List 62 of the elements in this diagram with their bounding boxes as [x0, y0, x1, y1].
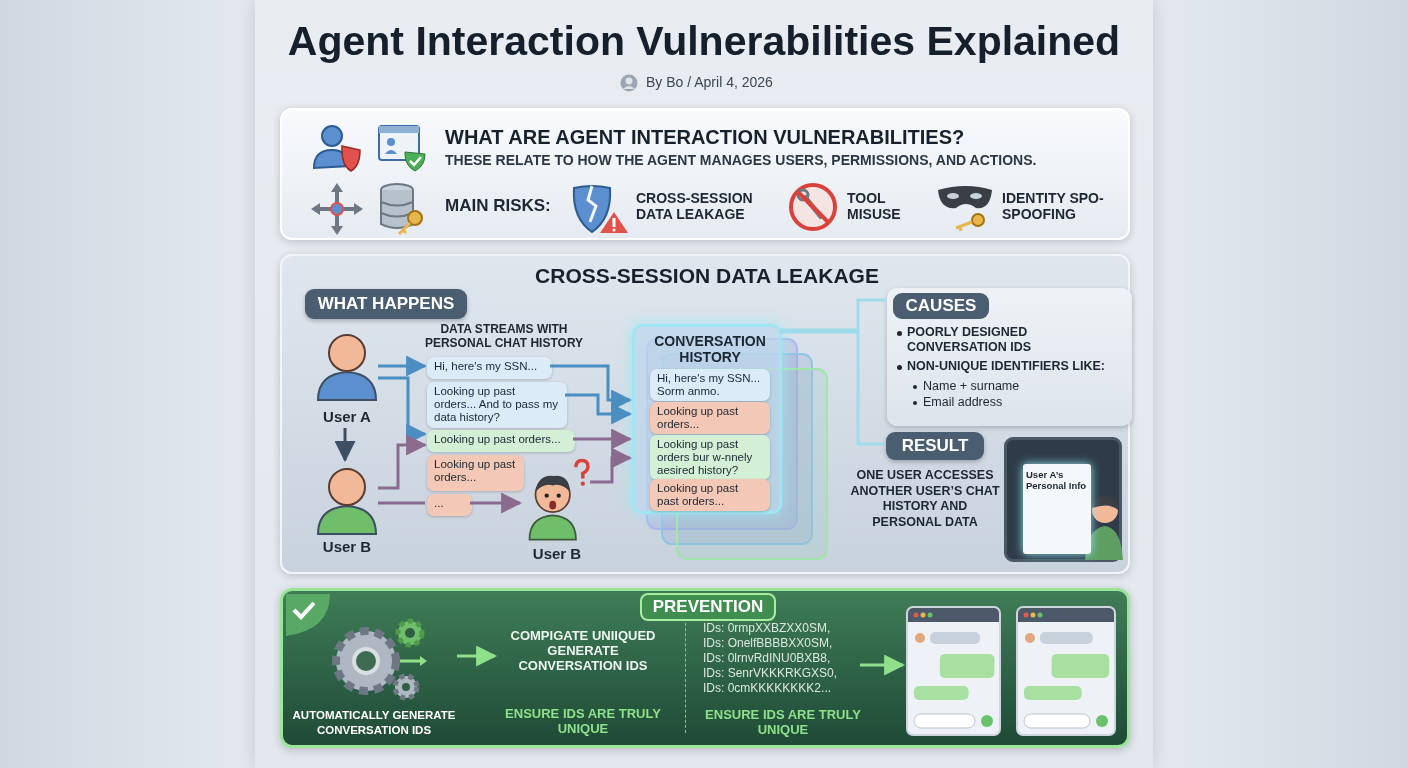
card-heading: CONVERSATION HISTORY: [653, 333, 767, 367]
arrow: [590, 447, 633, 484]
panel-heading: WHAT ARE AGENT INTERACTION VULNERABILITIES?: [445, 126, 966, 150]
bullet-text: Email address: [923, 395, 1004, 410]
intro-panel: [280, 108, 1130, 240]
highlight-text: ENSURE IDS ARE TRULY UNIQUE: [504, 706, 662, 738]
risk-name: IDENTITY SPO- SPOOFING: [1002, 190, 1105, 224]
section-pill: PREVENTION: [640, 593, 776, 621]
chat-bubble: Looking up past orders bur w-nnely aesired history?: [650, 435, 770, 480]
connector-line: [780, 330, 884, 446]
chat-bubble: Looking up past orders... And to pass my data history?: [427, 382, 567, 428]
risk-name: TOOL MISUSE: [847, 190, 902, 224]
node-label: AUTOMATICALLY GENERATE CONVERSATION IDS: [291, 708, 457, 738]
arrow: [573, 428, 633, 450]
chat-bubble: Looking up past orders...: [427, 430, 575, 452]
user-name: User B: [531, 545, 583, 564]
chat-bubble: Looking up past orders...: [427, 455, 524, 491]
result-description: ONE USER ACCESSES ANOTHER USER’S CHAT HISTORY AND PERSONAL DATA: [850, 468, 1000, 531]
bullet-text: Name + surname: [923, 379, 1021, 394]
arrow: [470, 492, 523, 514]
bullet-text: NON-UNIQUE IDENTIFIERS LIKE:: [907, 359, 1106, 375]
user-name: User B: [321, 538, 373, 557]
section-panel: [280, 254, 1130, 574]
chat-window-drawing: [1016, 606, 1116, 736]
id-line: IDs: 0rmpXXBZXX0SM,: [703, 621, 832, 636]
bullet-text: POORLY DESIGNED CONVERSATION IDS: [907, 325, 1033, 355]
computer-screen: [1004, 437, 1122, 562]
highlight-text: ENSURE IDS ARE TRULY UNIQUE: [704, 707, 862, 739]
id-line: IDs: SenrVKKKRKGXS0,: [703, 666, 839, 681]
section-pill: RESULT: [886, 432, 984, 460]
connector-line: [780, 298, 885, 332]
id-line: IDs: 0cmKKKKKKKK2...: [703, 681, 833, 696]
byline: By Bo / April 4, 2026: [646, 74, 774, 92]
chat-bubble: Looking up past orders...: [650, 402, 770, 434]
id-line: IDs: OnelfBBBBXX0SM,: [703, 636, 834, 651]
description: COMPIGATE UNIIQUED GENERATE CONVERSATION IDS: [509, 628, 657, 675]
chat-bubble: Hi, here's my SSN...: [427, 357, 552, 379]
chat-bubble: ...: [427, 494, 472, 516]
risk-name: CROSS-SESSION DATA LEAKAGE: [636, 190, 754, 224]
causes-card: [887, 288, 1132, 426]
user-name: User A: [322, 408, 372, 427]
connector-line: [378, 501, 425, 505]
arrow: [378, 355, 428, 377]
id-line: IDs: 0lrnvRdINU0BXB8,: [703, 651, 832, 666]
risks-heading: MAIN RISKS:: [445, 196, 552, 217]
chat-window-drawing: [906, 606, 1001, 736]
document-title: User A’s Personal Info: [1026, 469, 1088, 493]
page-title: Agent Interaction Vulnerabilities Explained: [286, 18, 1122, 66]
arrow: [378, 434, 428, 490]
arrow: [860, 654, 906, 676]
arrow: [457, 645, 498, 667]
chat-bubble: Hi, here's my SSN... Sorm anmo.: [650, 369, 770, 401]
chat-bubble: Looking up past past orders...: [650, 479, 770, 511]
arrow: [565, 393, 633, 425]
stream-caption: DATA STREAMS WITH PERSONAL CHAT HISTORY: [423, 322, 585, 352]
prevention-panel: [280, 588, 1130, 748]
section-pill: WHAT HAPPENS: [305, 289, 467, 319]
conversation-history-card: [632, 324, 782, 514]
panel-subheading: THESE RELATE TO HOW THE AGENT MANAGES USERS, PERMISSIONS, AND ACTIONS.: [445, 152, 1038, 170]
arrow: [334, 428, 356, 463]
section-pill: CAUSES: [893, 293, 989, 319]
section-heading: CROSS-SESSION DATA LEAKAGE: [534, 264, 880, 289]
